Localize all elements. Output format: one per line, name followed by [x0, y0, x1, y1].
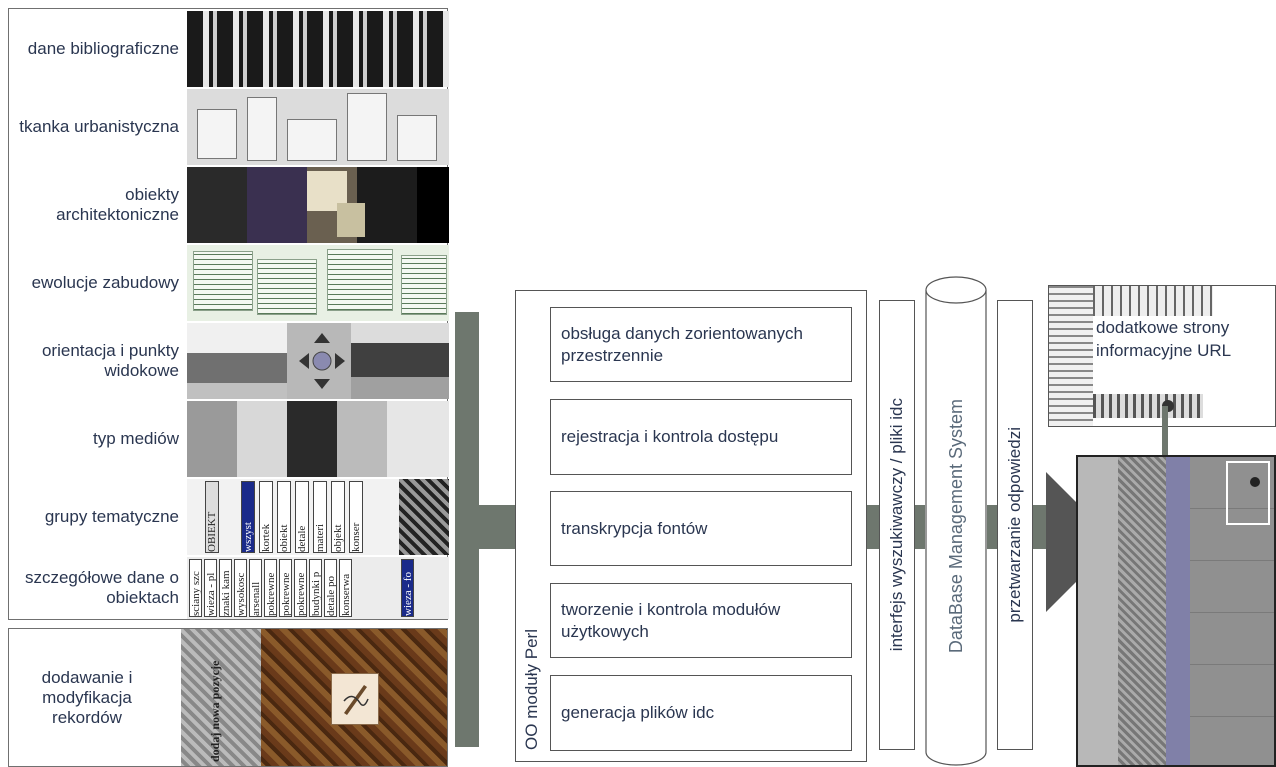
category-panel: dane bibliograficzne tkanka urbanistyczn…: [8, 8, 449, 620]
category-label: tkanka urbanistyczna: [19, 117, 179, 136]
connector-perl-search: [867, 505, 879, 549]
connector-response-arrow: [1033, 505, 1047, 549]
object-details-thumbnail: sciany szc wieza - pl znaki kam wysokosc…: [187, 557, 449, 619]
category-building-evolution[interactable]: ewolucje zabudowy: [9, 245, 449, 321]
add-records-panel[interactable]: dodawanie i modyfikacja rekordów dodaj n…: [8, 628, 448, 767]
category-architectural-objects[interactable]: obiekty architektoniczne: [9, 167, 449, 243]
module-utility-modules[interactable]: tworzenie i kontrola modułów użytkowych: [550, 583, 852, 658]
category-label: dane bibliograficzne: [27, 39, 179, 58]
architecture-render-thumbnail: [187, 167, 449, 243]
connector-horizontal-left: [479, 505, 515, 549]
category-label: grupy tematyczne: [44, 507, 179, 526]
urban-map-thumbnail: [187, 89, 449, 165]
category-label: typ mediów: [93, 429, 179, 448]
module-access-control[interactable]: rejestracja i kontrola dostępu: [550, 399, 852, 475]
category-bibliographic[interactable]: dane bibliograficzne: [9, 11, 449, 87]
add-records-label: dodawanie i modyfikacja rekordów: [41, 667, 133, 727]
direction-pad-icon: [297, 331, 347, 391]
response-processing-label: przetwarzanie odpowiedzi: [1005, 427, 1024, 623]
evolution-plans-thumbnail: [187, 245, 449, 321]
dbms-label: DataBase Management System: [945, 398, 966, 654]
thematic-groups-thumbnail: OBIEKT wszyst kortek obiekt detale mater…: [187, 479, 449, 555]
connector-search-db: [915, 505, 925, 549]
link-target-frame: [1226, 461, 1270, 525]
result-screen-thumbnail: [1076, 455, 1276, 767]
module-idc-generation[interactable]: generacja plików idc: [550, 675, 852, 751]
category-media-type[interactable]: typ mediów: [9, 401, 449, 477]
category-label: orientacja i punkty widokowe: [41, 341, 179, 380]
add-records-thumbnail: dodaj nowa pozycje: [181, 629, 447, 766]
category-orientation-viewpoints[interactable]: orientacja i punkty widokowe: [9, 323, 449, 399]
perl-modules-label: OO moduły Perl: [522, 629, 541, 750]
category-thematic-groups[interactable]: grupy tematyczne OBIEKT wszyst kortek ob…: [9, 479, 449, 555]
pen-icon: [331, 673, 379, 725]
perl-modules-label-wrap: OO moduły Perl: [515, 290, 549, 762]
dbms-cylinder[interactable]: DataBase Management System: [925, 276, 987, 766]
category-object-details[interactable]: szczegółowe dane o obiektach sciany szc …: [9, 557, 449, 619]
search-interface-label: interfejs wyszukiwawczy / pliki idc: [887, 398, 906, 652]
category-urban-fabric[interactable]: tkanka urbanistyczna: [9, 89, 449, 165]
connector-vertical: [455, 312, 479, 747]
category-label: szczegółowe dane o obiektach: [24, 568, 179, 607]
url-pages-box[interactable]: [1048, 285, 1276, 427]
category-label: ewolucje zabudowy: [31, 273, 179, 292]
bibliographic-thumbnail: [187, 11, 449, 87]
link-target-dot-icon: [1250, 477, 1260, 487]
search-interface[interactable]: interfejs wyszukiwawczy / pliki idc: [879, 300, 915, 750]
url-pages-label: dodatkowe strony informacyjne URL: [1096, 318, 1232, 360]
category-label: obiekty architektoniczne: [56, 185, 179, 224]
connector-db-response: [987, 505, 997, 549]
media-types-thumbnail: [187, 401, 449, 477]
module-spatial-data[interactable]: obsługa danych zorientowanych przestrzen…: [550, 307, 852, 382]
module-font-transcription[interactable]: transkrypcja fontów: [550, 491, 852, 566]
response-processing[interactable]: przetwarzanie odpowiedzi: [997, 300, 1033, 750]
orientation-thumbnail: [187, 323, 449, 399]
